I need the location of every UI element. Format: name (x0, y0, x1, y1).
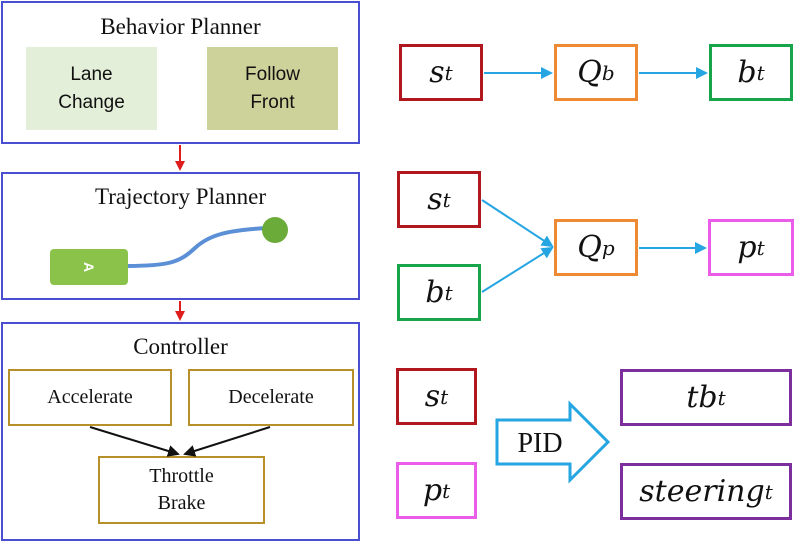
behavior-input-subscript: t (444, 280, 453, 305)
lane-change-option: Lane Change (26, 47, 157, 130)
q-behavior-symbol: Q (577, 55, 602, 90)
pid-arrow (495, 400, 611, 484)
brake-label: Brake (157, 492, 206, 514)
throttle-label: Throttle (149, 465, 214, 487)
trajectory-planner-panel: Trajectory Planner (1, 172, 360, 300)
state-symbol: s (429, 55, 445, 90)
behavior-output-symbol: b (737, 55, 757, 90)
vehicle-icon: A (81, 262, 97, 272)
lane-change-line2: Change (58, 91, 125, 113)
throttle-brake-symbol: tb (686, 380, 718, 415)
path-input-subscript: t (442, 478, 451, 503)
vehicle-shape (50, 249, 128, 285)
trajectory-path (125, 226, 269, 268)
accelerate-to-output-arrow (89, 426, 180, 457)
throttle-brake-subscript: t (717, 385, 726, 410)
goal-point (262, 217, 288, 243)
state-subscript: t (444, 60, 453, 85)
behavior-planner-title: Behavior Planner (100, 14, 261, 39)
q-path-symbol: Q (577, 230, 602, 265)
path-input-symbol: p (422, 473, 443, 508)
steering-symbol: steering (639, 474, 765, 509)
trajectory-planner-title: Trajectory Planner (95, 184, 266, 209)
state-subscript: t (442, 187, 451, 212)
state-subscript: t (440, 384, 449, 409)
pid-label: PID (517, 428, 562, 459)
state-to-qp-arrow (481, 199, 554, 248)
steering-subscript: t (764, 479, 773, 504)
q-behavior-superscript: b (601, 60, 615, 85)
behavior-planner-panel: Behavior Planner Lane Change Follow Fron… (1, 1, 360, 144)
follow-front-option: Follow Front (207, 47, 338, 130)
behavior-output-subscript: t (756, 60, 765, 85)
path-output-subscript: t (756, 235, 765, 260)
decelerate-to-output-arrow (183, 426, 271, 457)
accelerate-box: Accelerate (8, 369, 172, 426)
state-symbol: s (427, 182, 443, 217)
controller-title: Controller (133, 334, 228, 359)
lane-change-line1: Lane (70, 63, 113, 85)
q-path-superscript: p (601, 235, 615, 260)
behavior-to-qp-arrow (481, 246, 554, 293)
path-output-symbol: p (737, 230, 757, 265)
decelerate-box: Decelerate (188, 369, 354, 426)
state-symbol: s (424, 379, 441, 414)
follow-front-line2: Front (250, 91, 295, 113)
behavior-input-symbol: b (425, 275, 445, 310)
follow-front-line1: Follow (245, 63, 300, 85)
throttle-brake-box: Throttle Brake (98, 456, 265, 524)
